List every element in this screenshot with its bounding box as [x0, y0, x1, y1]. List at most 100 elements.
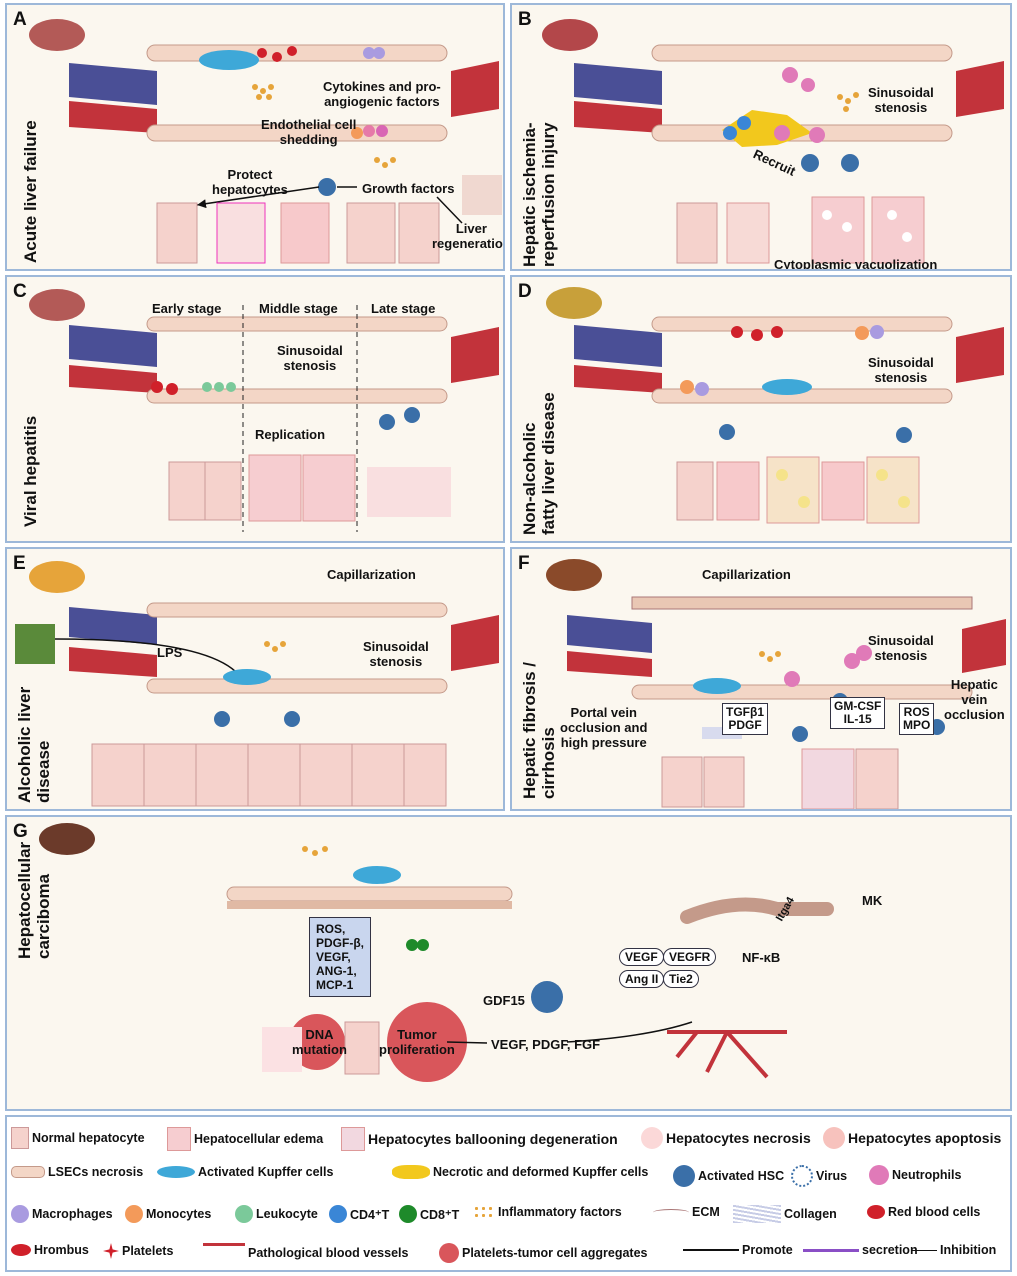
legend-item: Hrombus [11, 1243, 89, 1257]
legend-item: CD4⁺T [329, 1205, 389, 1223]
ballooning-icon [341, 1127, 365, 1151]
mk-label: MK [862, 893, 883, 908]
legend-item: Activated HSC [673, 1165, 784, 1187]
stenosis-label: Sinusoidal stenosis [868, 633, 934, 663]
secretion-arrow-icon [803, 1248, 859, 1252]
legend-item: Platelets [103, 1243, 173, 1259]
panel-g-figure [39, 823, 834, 1082]
legend-item: Normal hepatocyte [11, 1127, 145, 1149]
pathological-vessels [667, 1030, 787, 1079]
legend-item: Pathological blood vessels [203, 1243, 408, 1262]
panel-a: A Acute liver failure Cytokines and pro-… [5, 3, 505, 271]
growth-label: Growth factors [362, 181, 455, 196]
legend-item: Macrophages [11, 1205, 113, 1223]
legend-item: secretion [803, 1243, 918, 1257]
legend-item: Leukocyte [235, 1205, 318, 1223]
panel-e-figure [15, 561, 499, 807]
panel-c-figure [29, 289, 499, 532]
legend-item: Necrotic and deformed Kupffer cells [392, 1165, 648, 1179]
ecm-icon [653, 1208, 689, 1216]
panel-letter: B [518, 9, 532, 30]
panel-g: G Hepatocellular carciboma ROS, PDGF-β, … [5, 815, 1012, 1111]
liver-icon [542, 19, 598, 51]
normal-hepatocyte-icon [11, 1127, 29, 1149]
legend-item: Hepatocytes necrosis [641, 1127, 811, 1149]
panel-letter: G [13, 821, 28, 842]
panel-c: C Viral hepatitis Early stage Middle sta… [5, 275, 505, 543]
late-stage-label: Late stage [371, 301, 436, 316]
legend-item: Neutrophils [869, 1165, 961, 1185]
monocyte-icon [125, 1205, 143, 1223]
legend-item: Hepatocytes ballooning degeneration [341, 1127, 618, 1151]
lsec-necrosis-icon [11, 1166, 45, 1178]
legend: Normal hepatocyte Hepatocellular edema H… [5, 1115, 1012, 1272]
inhibition-icon [911, 1249, 937, 1251]
portal-vein [69, 63, 157, 105]
panel-letter: F [518, 553, 530, 574]
tgf-box: TGFβ1 PDGF [722, 703, 768, 735]
promote-arrow-icon [683, 1249, 739, 1251]
ang2-pill: Ang II [619, 970, 665, 988]
ros-box: ROS MPO [899, 703, 935, 735]
legend-item: Hepatocytes apoptosis [823, 1127, 1001, 1149]
ros-factors-box: ROS, PDGF-β, VEGF, ANG-1, MCP-1 [309, 917, 371, 997]
panel-d: D Non-alcoholic fatty liver disease Sinu… [510, 275, 1012, 543]
liver-icon [546, 559, 602, 591]
dna-mutation-label: DNA mutation [292, 1027, 347, 1057]
lsec-top [146, 44, 448, 62]
gdf15-label: GDF15 [483, 993, 525, 1008]
liver-icon [29, 19, 85, 51]
liver-icon [29, 289, 85, 321]
legend-item: Inflammatory factors [473, 1205, 622, 1219]
panel-f-figure [546, 559, 1006, 809]
virus-icon [791, 1165, 813, 1187]
lps-label: LPS [157, 645, 183, 660]
legend-item: Platelets-tumor cell aggregates [439, 1243, 647, 1263]
stenosis-label: Sinusoidal stenosis [363, 639, 429, 669]
cd8-icon [399, 1205, 417, 1223]
legend-item: Promote [683, 1243, 793, 1257]
hsc-cell [318, 178, 336, 196]
vegf-pill: VEGF [619, 948, 664, 966]
legend-item: Activated Kupffer cells [157, 1165, 333, 1179]
legend-item: LSECs necrosis [11, 1165, 143, 1179]
legend-item: Virus [791, 1165, 847, 1187]
tumor-proliferation-label: Tumor proliferation [379, 1027, 455, 1057]
tie2-pill: Tie2 [663, 970, 699, 988]
capillarization-label: Capillarization [702, 567, 791, 582]
early-stage-label: Early stage [152, 301, 222, 316]
legend-item: ECM [653, 1205, 720, 1219]
regen-label: Liver regeneration [432, 221, 505, 251]
panel-letter: A [13, 9, 27, 30]
hsc-icon [673, 1165, 695, 1187]
hepatic-vein [451, 61, 499, 117]
legend-item: Hepatocellular edema [167, 1127, 323, 1151]
shedding-label: Endothelial cell shedding [261, 117, 357, 147]
kupffer-cell [199, 50, 259, 70]
necrosis-icon [641, 1127, 663, 1149]
vegf-pdgf-label: VEGF, PDGF, FGF [491, 1037, 601, 1052]
gmcsf-box: GM-CSF IL-15 [830, 697, 886, 729]
liver-icon [29, 561, 85, 593]
protect-label: Protect hepatocytes [212, 167, 288, 197]
vegfr-pill: VEGFR [663, 948, 717, 966]
portal-vein-label: Portal vein occlusion and high pressure [560, 705, 648, 750]
alcohol-bottles [15, 624, 55, 664]
panel-letter: D [518, 281, 532, 302]
stenosis-label: Sinusoidal stenosis [868, 85, 934, 115]
leukocyte-icon [235, 1205, 253, 1223]
legend-item: Monocytes [125, 1205, 211, 1223]
panel-letter: E [13, 553, 26, 574]
capillarization-label: Capillarization [327, 567, 416, 582]
legend-item: Inhibition [911, 1243, 996, 1257]
cd4-icon [329, 1205, 347, 1223]
panel-b-figure [542, 19, 1004, 264]
panel-letter: C [13, 281, 27, 302]
panel-f: F Hepatic fibrosis / cirrhosis Capillari… [510, 547, 1012, 811]
thrombus-icon [11, 1244, 31, 1256]
panel-d-figure [546, 287, 1004, 524]
cytokines-label: Cytokines and pro- angiogenic factors [323, 79, 441, 109]
legend-item: Collagen [733, 1205, 837, 1223]
panel-e: E Alcoholic liver disease Capillarizatio… [5, 547, 505, 811]
panel-a-figure [29, 19, 502, 264]
